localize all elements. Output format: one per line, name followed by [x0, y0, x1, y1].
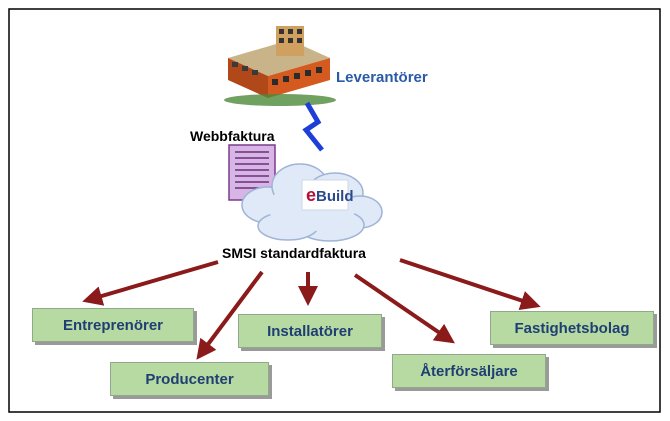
- recipient-label-producenter: Producenter: [145, 370, 234, 388]
- standard-invoice-label: SMSI standardfaktura: [222, 245, 366, 261]
- web-invoice-label: Webbfaktura: [190, 128, 275, 144]
- arrow-to-entreprenorer: [82, 260, 219, 306]
- recipient-label-installatorer: Installatörer: [267, 322, 353, 340]
- ebuild-logo: eBuild: [306, 185, 354, 206]
- recipient-label-entreprenorer: Entreprenörer: [62, 316, 164, 334]
- arrow-to-fastighetsbolag: [399, 258, 541, 311]
- lightning-bolt-icon: [302, 101, 324, 152]
- recipient-box-fastighetsbolag: Fastighetsbolag: [490, 311, 654, 345]
- recipient-box-entreprenorer: Entreprenörer: [32, 308, 194, 342]
- arrow-to-producenter: [196, 270, 264, 360]
- arrow-to-aterforsaljare: [353, 273, 455, 344]
- supplier-label: Leverantörer: [336, 69, 428, 86]
- recipient-box-producenter: Producenter: [110, 362, 269, 396]
- recipient-label-aterforsaljare: Återförsäljare: [420, 362, 518, 380]
- ebuild-logo-prefix: e: [306, 185, 317, 205]
- recipient-label-fastighetsbolag: Fastighetsbolag: [514, 319, 630, 337]
- recipient-box-aterforsaljare: Återförsäljare: [392, 354, 546, 388]
- office-building-icon: [224, 26, 336, 106]
- ebuild-logo-panel: [301, 179, 349, 211]
- ebuild-logo-suffix: Build: [316, 188, 354, 205]
- diagram-border: [8, 8, 661, 413]
- recipient-box-installatorer: Installatörer: [238, 314, 382, 348]
- distribution-arrows: [82, 258, 541, 360]
